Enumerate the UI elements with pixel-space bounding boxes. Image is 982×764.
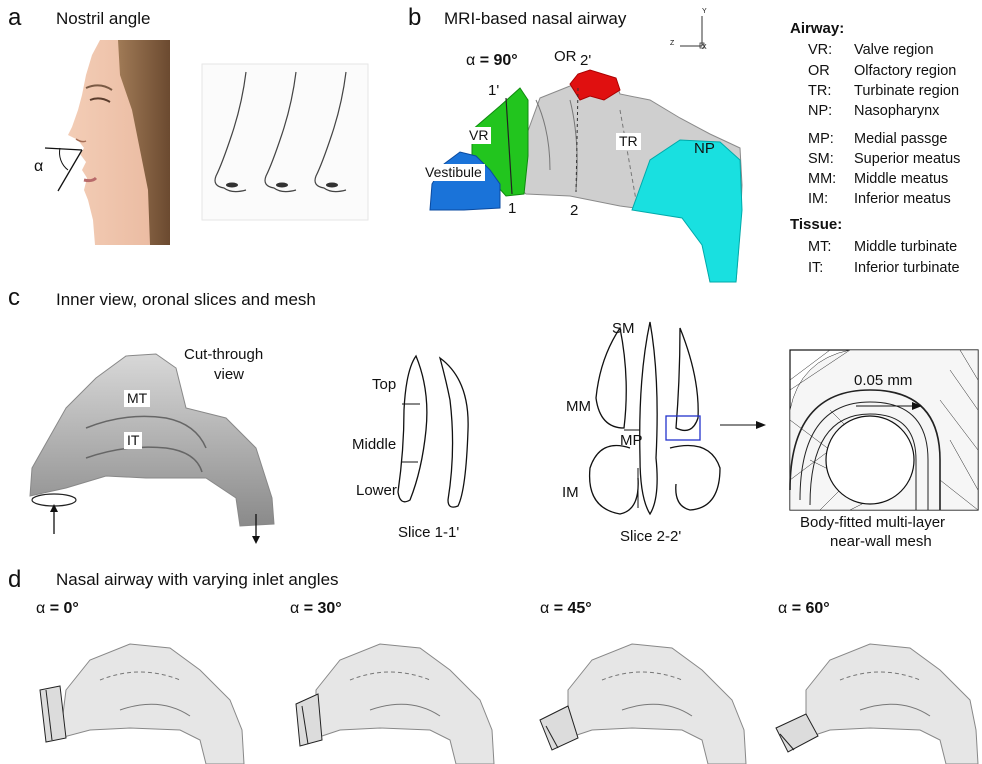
region-label-or: OR [554,48,577,65]
slice2-mm-label: MM [566,398,591,415]
legend-def: Nasopharynx [854,103,939,120]
legend-def: Valve region [854,42,934,59]
angle-label-45: α = 45° [540,600,592,618]
panel-d-title: Nasal airway with varying inlet angles [56,570,339,590]
airway-model-alpha-60 [766,620,982,764]
legend-abbr: MT: [808,239,831,256]
legend-abbr: IT: [808,260,823,277]
angle-label-30: α = 30° [290,600,342,618]
cut-through-label-line2: view [214,366,244,383]
angle-value: = 0° [50,600,79,617]
region-label-tr: TR [616,133,641,150]
it-label: IT [124,432,142,449]
alpha-symbol: α [778,600,787,617]
legend-def: Middle turbinate [854,239,957,256]
alpha-symbol: α [290,600,299,617]
legend-abbr: VR: [808,42,832,59]
legend-def: Medial passge [854,131,948,148]
airway-model-alpha-45 [528,620,748,764]
legend-def: Inferior meatus [854,191,951,208]
airway-model-alpha-0 [30,620,250,764]
slice2-caption: Slice 2-2' [620,528,681,545]
mt-label: MT [124,390,150,407]
legend-abbr: NP: [808,103,832,120]
nostril-angle-lines [0,0,180,260]
panel-b-title: MRI-based nasal airway [444,9,626,29]
slice-mark-2-prime: 2' [580,52,591,69]
angle-value: = 45° [554,600,592,617]
slice-mark-1: 1 [508,200,516,217]
legend-abbr: OR [808,63,830,80]
legend-def: Inferior turbinate [854,260,960,277]
slice1-top-label: Top [372,376,396,393]
nose-sketches [202,64,368,220]
alpha-symbol: α [36,600,45,617]
legend-def: Superior meatus [854,151,960,168]
alpha-symbol: α [540,600,549,617]
legend-def: Olfactory region [854,63,956,80]
region-label-np: NP [694,140,715,157]
inner-view-model [26,348,284,548]
legend-abbr: MM: [808,171,836,188]
axis-z-label: Z [670,40,674,47]
slice2-mp-label: MP [620,432,643,449]
panel-d-letter: d [8,566,21,594]
alpha-symbol: α [34,158,43,176]
legend-abbr: TR: [808,83,831,100]
mesh-dimension-label: 0.05 mm [854,372,912,389]
slice-mark-2: 2 [570,202,578,219]
slice1-lower-label: Lower [356,482,397,499]
panel-c-title: Inner view, oronal slices and mesh [56,290,316,310]
region-label-vestibule: Vestibule [422,164,485,181]
mesh-caption-line2: near-wall mesh [830,533,932,550]
axis-x-label: X [702,44,707,51]
legend-airway-heading: Airway: [790,20,844,37]
panel-c-letter: c [8,284,20,312]
slice1-caption: Slice 1-1' [398,524,459,541]
airway-model-alpha-30 [276,620,496,764]
slice1-middle-label: Middle [352,436,396,453]
panel-b-letter: b [408,4,421,32]
legend-abbr: MP: [808,131,834,148]
angle-value: = 30° [304,600,342,617]
slice-2-outline [580,318,730,528]
slice-1-outline [390,350,490,520]
legend-tissue-heading: Tissue: [790,216,842,233]
legend-def: Middle meatus [854,171,948,188]
zoom-arrow [718,418,768,432]
angle-label-0: α = 0° [36,600,79,618]
legend-abbr: SM: [808,151,834,168]
region-label-vr: VR [466,127,491,144]
angle-value: = 60° [792,600,830,617]
legend-abbr: IM: [808,191,828,208]
slice-mark-1-prime: 1' [488,82,499,99]
legend-def: Turbinate region [854,83,959,100]
axis-y-label: Y [702,8,707,15]
angle-label-60: α = 60° [778,600,830,618]
slice2-sm-label: SM [612,320,635,337]
cut-through-label-line1: Cut-through [184,346,263,363]
mesh-caption-line1: Body-fitted multi-layer [800,514,945,531]
slice2-im-label: IM [562,484,579,501]
